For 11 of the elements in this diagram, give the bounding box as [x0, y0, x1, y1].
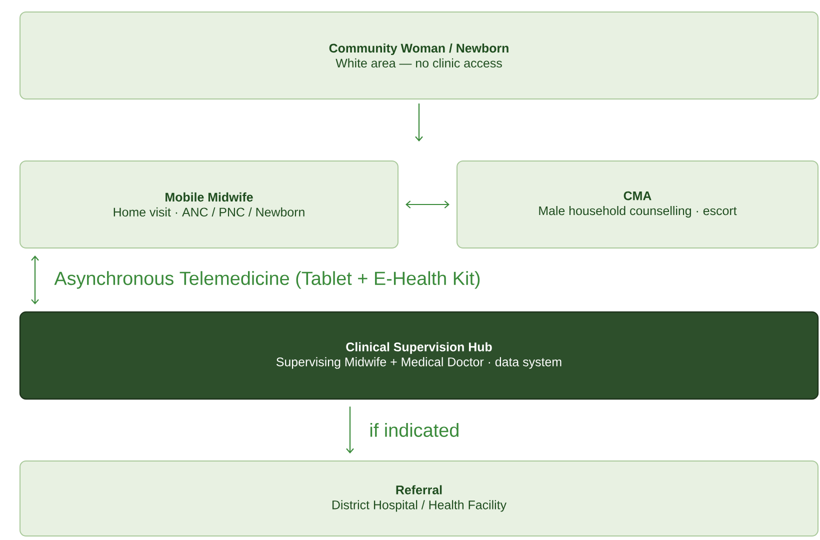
- process-box: Community Woman / Newborn White area — no clinic access: [20, 12, 818, 100]
- process-box: Referral District Hospital / Health Facility: [20, 460, 818, 536]
- arrow: [346, 406, 354, 454]
- process-box: CMA Male household counselling · escort: [456, 160, 818, 248]
- arrow: [406, 200, 450, 208]
- arrow: [415, 104, 423, 142]
- edge-label: if indicated: [370, 423, 458, 437]
- process-box: Mobile Midwife Home visit · ANC / PNC / Newborn: [20, 160, 398, 248]
- edge-label: Asynchronous Telemedicine (Tablet + E-Health Kit): [54, 271, 480, 289]
- process-box: Clinical Supervision Hub Supervising Midwife + Medical Doctor · data system: [19, 311, 819, 400]
- arrow: [31, 256, 39, 304]
